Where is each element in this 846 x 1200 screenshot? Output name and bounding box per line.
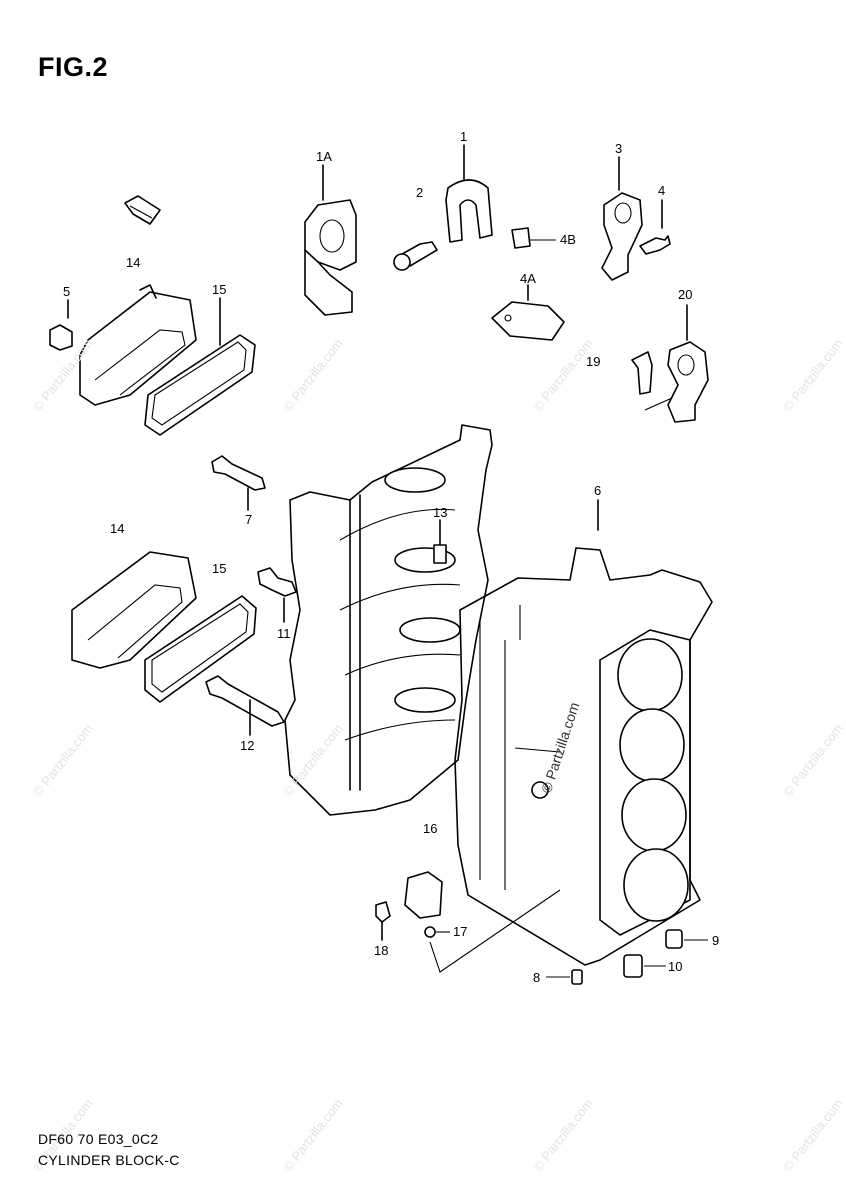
- part-16-strainer: [404, 871, 443, 919]
- part-label-19: 19: [586, 354, 601, 369]
- part-label-7: 7: [245, 512, 253, 527]
- part-4a-plate: [491, 284, 565, 341]
- part-19-bolt: [631, 351, 653, 395]
- part-12-bolt: [205, 675, 285, 736]
- part-label-6: 6: [594, 483, 602, 498]
- part-label-15-lower: 15: [212, 561, 227, 576]
- part-label-12: 12: [240, 738, 255, 753]
- part-5-bolt: [49, 299, 73, 351]
- part-label-11: 11: [277, 626, 291, 641]
- part-label-8: 8: [533, 970, 541, 985]
- part-4-bolt: [639, 199, 671, 255]
- part-2-bolt: [393, 241, 438, 271]
- part-11-bolt: [257, 567, 297, 623]
- figure-title: FIG.2: [38, 52, 109, 82]
- footer-name: CYLINDER BLOCK-C: [38, 1152, 180, 1168]
- part-1-clamp: [445, 144, 493, 243]
- part-label-2: 2: [416, 185, 424, 200]
- part-label-1: 1: [460, 129, 468, 144]
- part-label-17: 17: [453, 924, 468, 939]
- part-label-14-lower: 14: [110, 521, 125, 536]
- part-13-dowel: [433, 519, 447, 564]
- part-20-bracket: [644, 304, 709, 423]
- part-label-4: 4: [658, 183, 666, 198]
- part-8-dowel: [546, 969, 583, 985]
- part-label-14-upper: 14: [126, 255, 141, 270]
- part-label-13: 13: [433, 505, 448, 520]
- part-label-4b: 4B: [560, 232, 576, 247]
- footer-code: DF60 70 E03_0C2: [38, 1131, 159, 1147]
- part-label-16: 16: [423, 821, 438, 836]
- part-label-4a: 4A: [520, 271, 536, 286]
- part-17-washer: [424, 889, 561, 973]
- part-14-lower-cover: [71, 551, 197, 669]
- part-15-upper-gasket: [144, 297, 256, 436]
- part-9-plug: [665, 929, 708, 949]
- part-label-9: 9: [712, 933, 720, 948]
- part-label-10: 10: [668, 959, 683, 974]
- part-18-bolt: [375, 901, 391, 941]
- part-label-15-upper: 15: [212, 282, 227, 297]
- part-label-20: 20: [678, 287, 693, 302]
- part-10-plug: [623, 954, 666, 978]
- part-4b-bolt: [511, 227, 556, 249]
- part-7-bolt: [211, 455, 266, 511]
- part-3-clamp-plate: [601, 156, 643, 281]
- part-1a-bracket: [304, 164, 357, 316]
- part-label-5: 5: [63, 284, 71, 299]
- part-label-18: 18: [374, 943, 389, 958]
- part-14-upper-cover: [79, 284, 197, 406]
- part-crankcase-half: [284, 424, 493, 816]
- part-15-lower-gasket: [144, 595, 257, 703]
- part-label-1a: 1A: [316, 149, 332, 164]
- front-arrow-icon: [124, 195, 161, 225]
- part-label-3: 3: [615, 141, 623, 156]
- part-6-cylinder-block: [454, 499, 713, 966]
